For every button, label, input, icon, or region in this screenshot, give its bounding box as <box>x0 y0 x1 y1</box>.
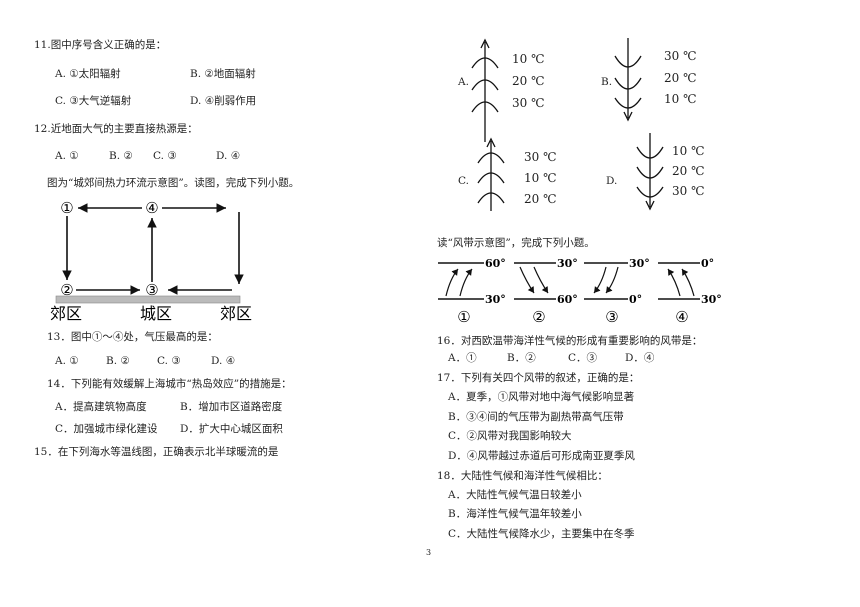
wind-p4-top: 0° <box>701 257 714 270</box>
label-suburb-right: 郊区 <box>220 304 252 323</box>
city-node-1: ① <box>60 199 73 217</box>
isotherm-a-t2: 20 ℃ <box>512 74 545 88</box>
isotherm-c <box>477 137 505 211</box>
q11-option-b: B. ②地面辐射 <box>190 68 256 80</box>
isotherm-c-t3: 20 ℃ <box>524 192 557 206</box>
q18-option-a: A．大陆性气候气温日较差小 <box>448 489 582 501</box>
wind-p4-num: ④ <box>675 308 688 326</box>
q17-option-c: C．②风带对我国影响较大 <box>448 430 572 442</box>
q12-option-a: A. ① <box>55 150 79 162</box>
isotherm-b-letter: B. <box>601 76 613 88</box>
isotherm-c-letter: C. <box>458 175 469 187</box>
q12-stem: 12.近地面大气的主要直接热源是： <box>34 123 198 135</box>
isotherm-b <box>614 38 642 122</box>
q14-stem: 14．下列能有效缓解上海城市“热岛效应”的措施是： <box>47 378 292 390</box>
q13-option-a: A. ① <box>55 355 79 367</box>
isotherm-d-t1: 10 ℃ <box>672 144 705 158</box>
q15-stem: 15．在下列海水等温线图，正确表示北半球暖流的是 <box>34 446 279 458</box>
q16-option-a: A．① <box>448 352 477 364</box>
wind-p4-bottom: 30° <box>701 293 722 306</box>
label-suburb-left: 郊区 <box>50 304 82 323</box>
q17-option-d: D．④风带越过赤道后可形成南亚夏季风 <box>448 450 635 462</box>
q17-stem: 17．下列有关四个风带的叙述，正确的是： <box>437 372 640 384</box>
q18-option-c: C．大陆性气候降水少，主要集中在冬季 <box>448 528 635 540</box>
isotherm-b-t3: 10 ℃ <box>664 92 697 106</box>
isotherm-d-t2: 20 ℃ <box>672 164 705 178</box>
isotherm-b-t2: 20 ℃ <box>664 71 697 85</box>
q17-option-a: A．夏季，①风带对地中海气候影响显著 <box>448 391 635 403</box>
q17-option-b: B．③④间的气压带为副热带高气压带 <box>448 411 624 423</box>
q12-option-d: D. ④ <box>216 150 241 162</box>
wind-p2-num: ② <box>532 308 545 326</box>
city-node-2: ② <box>60 281 73 299</box>
city-circulation-diagram: ① ④ ② ③ 郊区 城区 郊区 <box>50 199 252 323</box>
q13-option-b: B. ② <box>106 355 130 367</box>
q14-option-b: B．增加市区道路密度 <box>180 401 283 413</box>
intro-wind-diagram: 读“风带示意图”，完成下列小题。 <box>437 237 595 249</box>
q13-option-c: C. ③ <box>157 355 181 367</box>
wind-p3-bottom: 0° <box>629 293 642 306</box>
wind-p3-num: ③ <box>605 308 618 326</box>
q12-option-c: C. ③ <box>153 150 177 162</box>
q14-option-a: A．提高建筑物高度 <box>55 401 147 413</box>
isotherm-a <box>471 38 499 142</box>
wind-p2-top: 30° <box>557 257 578 270</box>
q14-option-c: C．加强城市绿化建设 <box>55 423 158 435</box>
city-node-4: ④ <box>145 199 158 217</box>
q14-option-d: D．扩大中心城区面积 <box>180 423 283 435</box>
q11-option-d: D. ④削弱作用 <box>190 95 257 107</box>
q11-option-a: A. ①太阳辐射 <box>55 68 121 80</box>
q18-option-b: B．海洋性气候气温年较差小 <box>448 508 582 520</box>
page-number: 3 <box>426 548 432 557</box>
isotherm-c-t2: 10 ℃ <box>524 171 557 185</box>
isotherm-a-letter: A. <box>458 76 469 88</box>
intro-city-diagram: 图为“城郊间热力环流示意图”。读图，完成下列小题。 <box>47 177 300 189</box>
isotherm-d <box>636 133 664 211</box>
label-city: 城区 <box>140 304 172 323</box>
wind-p2-bottom: 60° <box>557 293 578 306</box>
q16-stem: 16．对西欧温带海洋性气候的形成有重要影响的风带是： <box>437 335 703 347</box>
q16-option-d: D．④ <box>625 352 655 364</box>
q12-option-b: B. ② <box>109 150 133 162</box>
wind-belt-diagram: 60° 30° ① 30° 60° ② 30° 0° ③ 0° 30° ④ <box>438 257 722 326</box>
q18-stem: 18．大陆性气候和海洋性气候相比： <box>437 470 608 482</box>
wind-p1-num: ① <box>457 308 470 326</box>
isotherm-d-t3: 30 ℃ <box>672 184 705 198</box>
wind-p1-bottom: 30° <box>485 293 506 306</box>
isotherm-a-t1: 10 ℃ <box>512 52 545 66</box>
isotherm-d-letter: D. <box>606 175 618 187</box>
q13-option-d: D. ④ <box>211 355 236 367</box>
q16-option-b: B．② <box>507 352 536 364</box>
wind-p3-top: 30° <box>629 257 650 270</box>
city-node-3: ③ <box>145 281 158 299</box>
isotherm-a-t3: 30 ℃ <box>512 96 545 110</box>
wind-p1-top: 60° <box>485 257 506 270</box>
q11-stem: 11.图中序号含义正确的是： <box>34 39 167 51</box>
isotherm-c-t1: 30 ℃ <box>524 150 557 164</box>
q16-option-c: C．③ <box>568 352 598 364</box>
q11-option-c: C. ③大气逆辐射 <box>55 95 132 107</box>
isotherm-b-t1: 30 ℃ <box>664 49 697 63</box>
q13-stem: 13．图中①～④处，气压最高的是： <box>47 331 218 343</box>
